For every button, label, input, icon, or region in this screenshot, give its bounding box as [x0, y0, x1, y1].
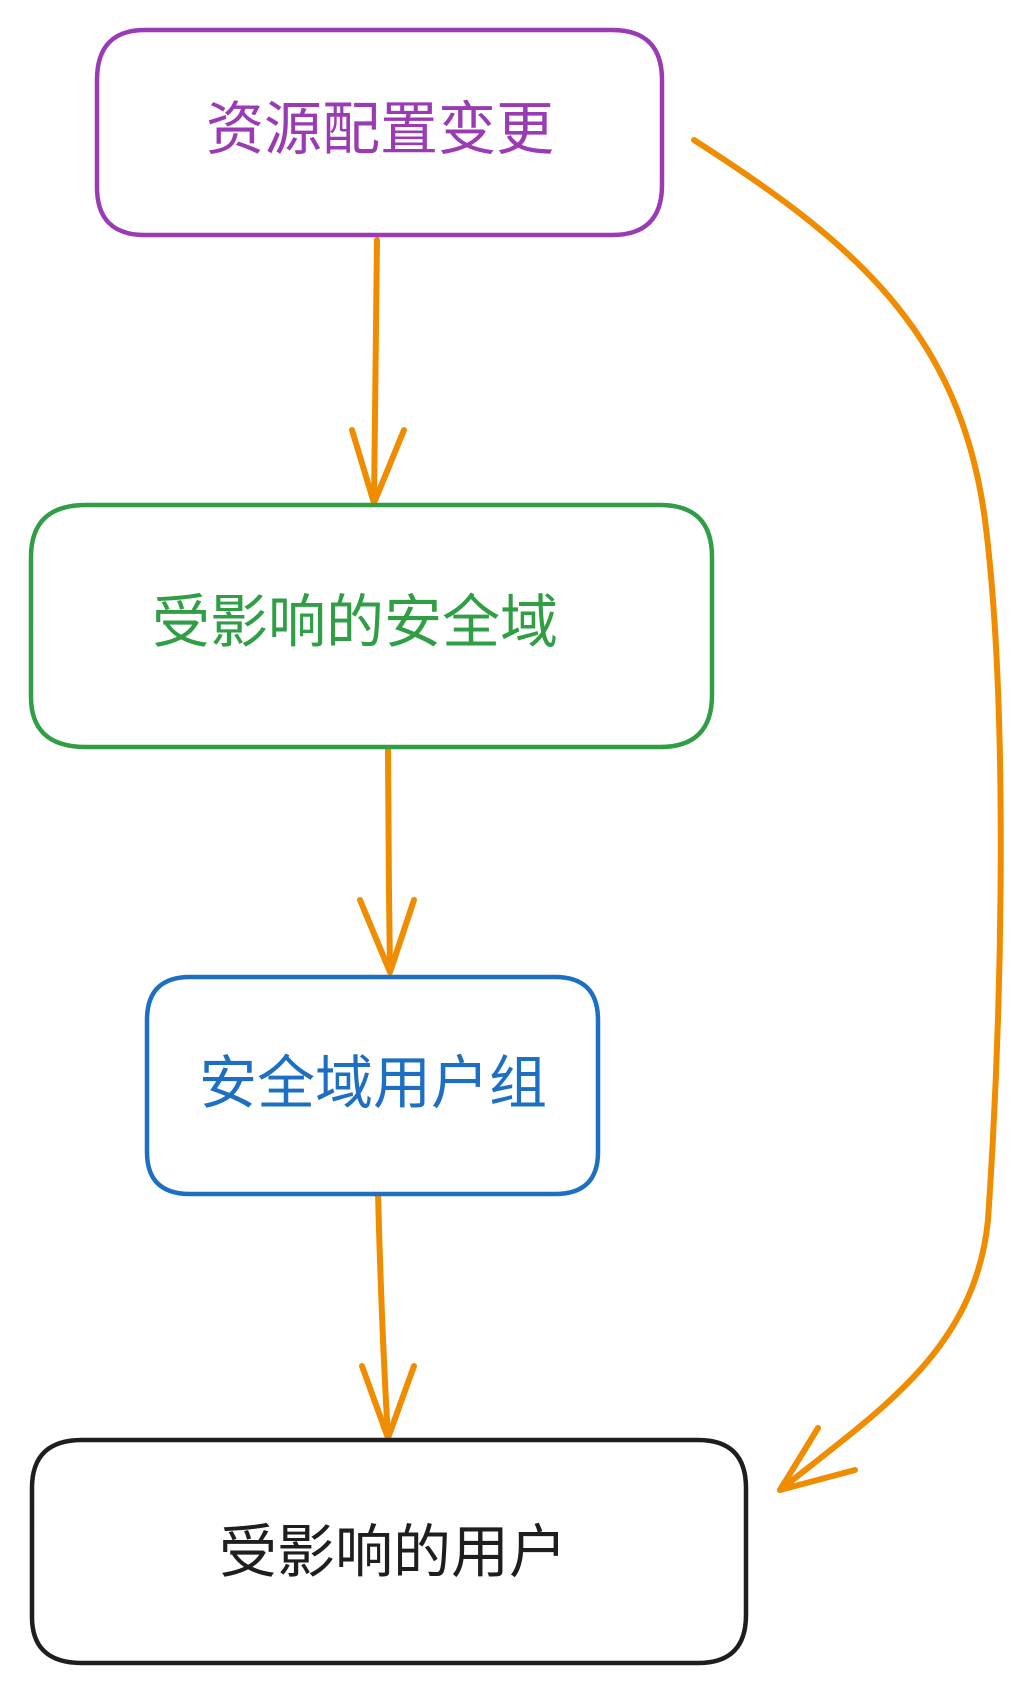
edge-line [375, 1189, 391, 1441]
node-label: 资源配置变更 [206, 95, 554, 163]
arrowhead-icon [777, 1425, 858, 1493]
edge-resource-change-to-affected-users [691, 137, 1004, 1493]
arrowhead-icon [349, 427, 407, 506]
node-label: 受影响的安全域 [152, 588, 558, 656]
edge-line [385, 747, 393, 975]
node-resource-change: 资源配置变更 [94, 27, 665, 238]
node-security-domain-user-group: 安全域用户组 [144, 974, 601, 1197]
node-affected-security-domain: 受影响的安全域 [28, 502, 715, 750]
node-affected-users: 受影响的用户 [29, 1437, 749, 1666]
edge-user-group-to-affected-users [359, 1189, 417, 1441]
arrowhead-icon [357, 897, 417, 975]
edges [349, 137, 1004, 1493]
edge-security-domain-to-user-group [357, 747, 417, 975]
node-box [29, 1437, 749, 1666]
edge-resource-change-to-security-domain [349, 237, 407, 506]
edge-line [371, 237, 380, 506]
edge-line [691, 137, 1004, 1493]
node-box [28, 502, 715, 750]
node-box [144, 974, 601, 1197]
node-label: 安全域用户组 [199, 1049, 547, 1117]
node-box [94, 27, 665, 238]
node-label: 受影响的用户 [219, 1518, 567, 1586]
